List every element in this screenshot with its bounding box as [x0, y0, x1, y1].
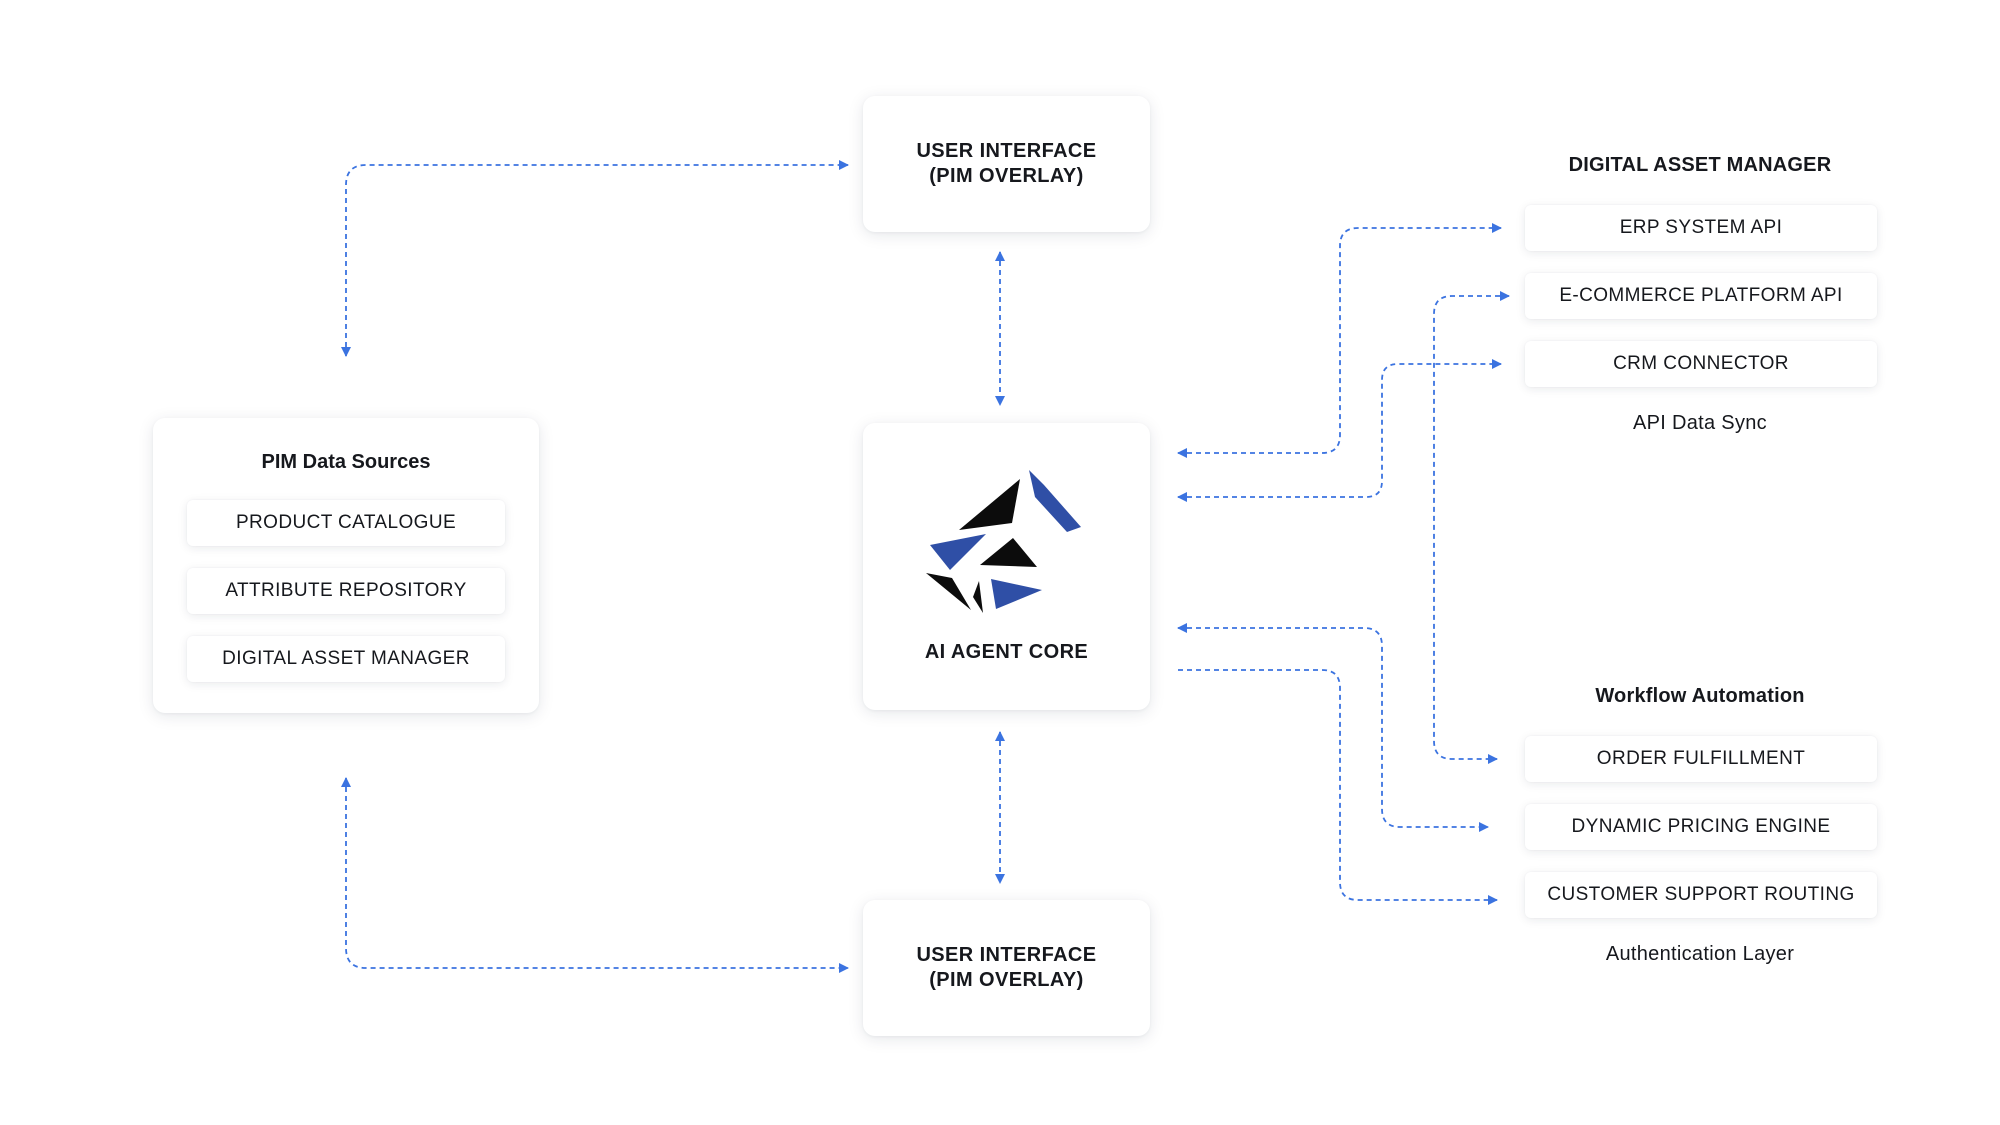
- ai-agent-core-card: AI AGENT CORE: [863, 423, 1150, 710]
- workflow-automation-title: Workflow Automation: [1595, 685, 1805, 707]
- source-item-digital-asset-manager: DIGITAL ASSET MANAGER: [187, 636, 505, 682]
- logo-shard-blue-left: [930, 534, 986, 570]
- connector-core-to-pricing: [1177, 623, 1489, 832]
- asset-manager-title: DIGITAL ASSET MANAGER: [1568, 154, 1832, 176]
- logo-shard-black-center: [980, 538, 1037, 567]
- bottom-interface-subtitle: (PIM OVERLAY): [929, 969, 1084, 991]
- connector-bottom-interface-to-sources: [341, 777, 849, 973]
- connector-top-interface-to-sources: [341, 160, 849, 357]
- source-item-attribute-repository: ATTRIBUTE REPOSITORY: [187, 568, 505, 614]
- source-item-product-catalogue: PRODUCT CATALOGUE: [187, 500, 505, 546]
- workflow-item-customer-support-routing: CUSTOMER SUPPORT ROUTING: [1525, 872, 1877, 918]
- workflow-item-order-fulfillment: ORDER FULFILLMENT: [1525, 736, 1877, 782]
- top-user-interface-card: USER INTERFACE (PIM OVERLAY): [863, 96, 1150, 232]
- top-interface-subtitle: (PIM OVERLAY): [929, 165, 1084, 187]
- core-label: AI AGENT CORE: [924, 641, 1089, 663]
- top-interface-title: USER INTERFACE: [916, 140, 1097, 162]
- api-data-sync-caption: API Data Sync: [1633, 412, 1767, 434]
- logo-shard-blue-bottom: [991, 579, 1042, 609]
- logo-shard-black-top: [959, 479, 1020, 530]
- asset-item-crm-connector: CRM CONNECTOR: [1525, 341, 1877, 387]
- workflow-item-dynamic-pricing-engine: DYNAMIC PRICING ENGINE: [1525, 804, 1877, 850]
- pim-data-sources-card: PIM Data Sources PRODUCT CATALOGUE ATTRI…: [153, 418, 539, 713]
- bottom-user-interface-card: USER INTERFACE (PIM OVERLAY): [863, 900, 1150, 1036]
- asset-item-ecommerce-platform-api: E-COMMERCE PLATFORM API: [1525, 273, 1877, 319]
- logo-shard-black-bottom-small: [973, 581, 983, 613]
- bottom-interface-title: USER INTERFACE: [916, 944, 1097, 966]
- asset-item-erp-system-api: ERP SYSTEM API: [1525, 205, 1877, 251]
- shard-logo-icon: [926, 470, 1081, 613]
- logo-shard-black-bottom-left: [926, 573, 971, 610]
- authentication-layer-caption: Authentication Layer: [1605, 943, 1795, 965]
- pim-sources-title: PIM Data Sources: [261, 451, 431, 473]
- logo-shard-blue-top: [1029, 470, 1081, 532]
